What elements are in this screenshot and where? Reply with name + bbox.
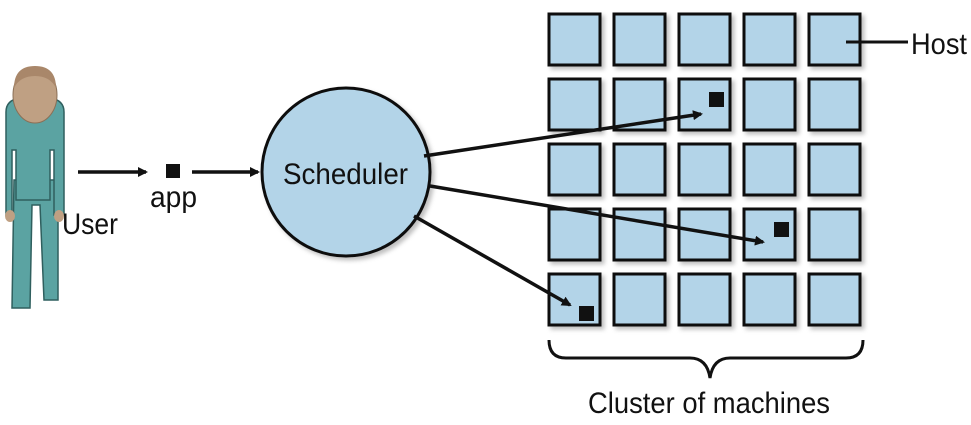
app-token bbox=[166, 164, 180, 178]
host-r3c4 bbox=[807, 207, 862, 262]
placement-arrows bbox=[413, 110, 765, 307]
host-r3c3 bbox=[742, 207, 797, 262]
arrow-scheduler-to-host-r4c0 bbox=[413, 214, 572, 307]
user-label: User bbox=[62, 208, 118, 241]
host-r2c2 bbox=[677, 142, 732, 197]
host-r0c3 bbox=[742, 12, 797, 67]
user-hair bbox=[14, 66, 56, 88]
scheduler-label: Scheduler bbox=[283, 158, 408, 191]
host-r2c1 bbox=[612, 142, 667, 197]
host-r0c1 bbox=[612, 12, 667, 67]
scheduler-node bbox=[260, 86, 432, 258]
app-label: app bbox=[150, 181, 197, 214]
host-r2c4 bbox=[807, 142, 862, 197]
placed-app-token-r1c2 bbox=[709, 92, 724, 107]
host-r0c0 bbox=[547, 12, 602, 67]
user-hand-left bbox=[5, 210, 15, 222]
host-r4c1 bbox=[612, 272, 667, 327]
host-r1c2 bbox=[677, 77, 732, 132]
host-label: Host bbox=[911, 28, 968, 61]
host-r4c3 bbox=[742, 272, 797, 327]
cluster-grid bbox=[547, 12, 862, 327]
host-r1c4 bbox=[807, 77, 862, 132]
cluster-label: Cluster of machines bbox=[588, 387, 830, 420]
host-r2c0 bbox=[547, 142, 602, 197]
arrow-scheduler-to-host-r3c3 bbox=[429, 184, 765, 246]
placed-app-token-r3c3 bbox=[774, 222, 789, 237]
host-r4c4 bbox=[807, 272, 862, 327]
user-figure bbox=[5, 66, 65, 309]
host-r2c3 bbox=[742, 142, 797, 197]
cluster-brace bbox=[547, 339, 865, 379]
host-r3c0 bbox=[547, 207, 602, 262]
user-hand-right bbox=[54, 210, 64, 222]
host-r0c2 bbox=[677, 12, 732, 67]
arrow-scheduler-to-host-r1c2 bbox=[423, 110, 703, 158]
host-r4c2 bbox=[677, 272, 732, 327]
host-r1c0 bbox=[547, 77, 602, 132]
user-torso bbox=[5, 97, 65, 216]
placed-app-token-r4c0 bbox=[579, 306, 594, 321]
host-r1c3 bbox=[742, 77, 797, 132]
host-r0c4 bbox=[807, 12, 862, 67]
